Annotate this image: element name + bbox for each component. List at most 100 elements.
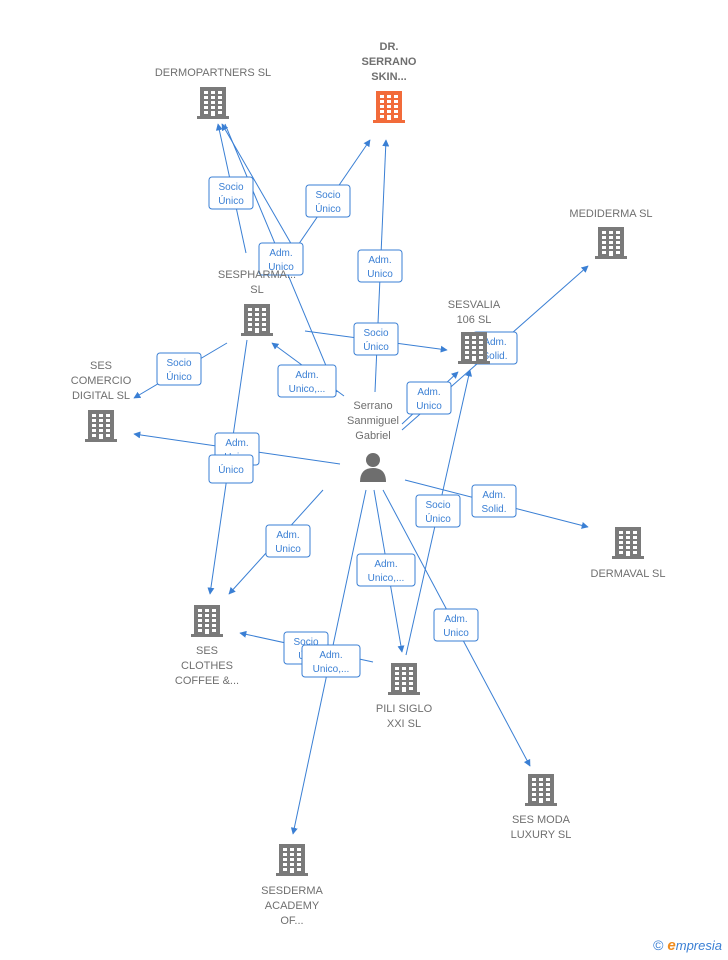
building-icon[interactable] xyxy=(197,87,229,119)
company-name-label: SESPHARMA... xyxy=(218,269,296,281)
edge-label-box[interactable]: Adm. Unico xyxy=(357,249,403,283)
building-icon[interactable] xyxy=(612,527,644,559)
company-name-label: SESDERMA xyxy=(261,885,323,897)
company-name-label: PILI SIGLO xyxy=(376,703,433,715)
nodes-layer: DERMOPARTNERS SL DR. SERRANO SKIN... MEDIDER… xyxy=(71,41,666,927)
company-name-label: SES xyxy=(90,360,112,372)
building-icon[interactable] xyxy=(241,304,273,336)
company-name-label: COMERCIO xyxy=(71,375,132,387)
company-name-label: DIGITAL SL xyxy=(72,390,130,402)
person-icon[interactable] xyxy=(360,453,386,482)
edge-labels-layer: SocioÚnicoSocioÚnicoAdm.UnicoAdm.UnicoSo… xyxy=(156,176,518,678)
edge-label-text: Adm. xyxy=(483,337,506,348)
company-name-label: XXI SL xyxy=(387,718,421,730)
company-node-sesderma[interactable]: SESDERMA ACADEMY OF... xyxy=(261,844,324,927)
edge-label-text: Unico,... xyxy=(313,664,350,675)
company-name-label: DERMAVAL SL xyxy=(591,568,666,580)
edge-label-text: Socio xyxy=(425,500,450,511)
edge-label-text: Único xyxy=(363,340,389,353)
company-name-label: SES xyxy=(196,645,218,657)
edge-label-text: Único xyxy=(425,512,451,525)
person-name-label: Serrano xyxy=(353,400,392,412)
edge-label-text: Único xyxy=(166,370,192,383)
edge-label-text: Adm. xyxy=(225,438,248,449)
company-node-sespharma[interactable]: SESPHARMA... SL xyxy=(218,269,296,336)
edge-label-text: Adm. xyxy=(295,370,318,381)
edge-label-text: Adm. xyxy=(417,387,440,398)
edge-label-text: Unico xyxy=(275,544,301,555)
company-name-label: OF... xyxy=(280,915,303,927)
edge-label-box[interactable]: Adm. Unico xyxy=(433,608,479,642)
building-icon[interactable] xyxy=(458,332,490,364)
edge-label-text: Solid. xyxy=(482,351,507,362)
building-icon[interactable] xyxy=(595,227,627,259)
company-node-sesmoda[interactable]: SES MODA LUXURY SL xyxy=(511,774,572,841)
company-name-label: DERMOPARTNERS SL xyxy=(155,67,271,79)
building-icon[interactable] xyxy=(525,774,557,806)
edge-label-box[interactable]: Adm. Unico,... xyxy=(301,644,361,678)
copyright-symbol: © xyxy=(653,937,664,953)
person-name-label: Gabriel xyxy=(355,430,390,442)
edge-label-box[interactable]: Adm. Unico xyxy=(258,242,304,276)
company-name-label: MEDIDERMA SL xyxy=(569,208,652,220)
building-icon[interactable] xyxy=(373,91,405,123)
edge-label-text: Socio xyxy=(218,182,243,193)
edge-label-text: Único xyxy=(315,202,341,215)
edge-label-box[interactable]: Adm. Unico,... xyxy=(277,364,337,398)
edge-label-text: Socio xyxy=(293,637,318,648)
company-name-label: ACADEMY xyxy=(265,900,320,912)
company-name-label: SERRANO xyxy=(361,56,416,68)
edge-label-text: Unico xyxy=(416,401,442,412)
building-icon[interactable] xyxy=(388,663,420,695)
edge-label-text: Unico,... xyxy=(289,384,326,395)
brand-logo-e: e xyxy=(667,937,676,954)
edge-label-text: Unico xyxy=(443,628,469,639)
edge-label-text: Adm. xyxy=(374,559,397,570)
building-icon[interactable] xyxy=(276,844,308,876)
company-name-label: DR. xyxy=(380,41,399,53)
company-name-label: SESVALIA xyxy=(448,299,501,311)
company-name-label: SL xyxy=(250,284,263,296)
company-node-mediderma[interactable]: MEDIDERMA SL xyxy=(569,208,653,259)
edge-label-box[interactable]: Adm. Unico,... xyxy=(356,553,416,587)
edge-label-box[interactable]: Adm. Unico xyxy=(406,381,452,415)
empresia-watermark[interactable]: ©empresia xyxy=(653,937,722,954)
edge-label-text: Adm. xyxy=(269,248,292,259)
brand-logo-text: mpresia xyxy=(675,938,722,953)
company-node-sescomercio[interactable]: SES COMERCIO DIGITAL SL xyxy=(71,360,132,442)
edge-label-text: Socio xyxy=(166,358,191,369)
edge-label-text: Adm. xyxy=(482,490,505,501)
edge-label-box[interactable]: Adm.Solid. xyxy=(471,484,517,518)
edge-label-text: Único xyxy=(218,463,244,476)
edge-label-text: Unico xyxy=(268,262,294,273)
edge-label-box[interactable]: Único xyxy=(208,454,254,484)
company-node-dermaval[interactable]: DERMAVAL SL xyxy=(591,527,666,580)
company-node-dermopartners[interactable]: DERMOPARTNERS SL xyxy=(155,67,271,119)
edge-label-text: Adm. xyxy=(368,255,391,266)
edge-label-text: Adm. xyxy=(444,614,467,625)
edge-label-text: Unico xyxy=(367,269,393,280)
edge-label-text: Socio xyxy=(363,328,388,339)
company-name-label: SES MODA xyxy=(512,814,571,826)
company-name-label: LUXURY SL xyxy=(511,829,572,841)
building-icon[interactable] xyxy=(85,410,117,442)
edge-label-box[interactable]: Adm. Unico xyxy=(265,524,311,558)
company-node-pilisiglo[interactable]: PILI SIGLO XXI SL xyxy=(376,663,433,730)
edge-label-text: Adm. xyxy=(276,530,299,541)
company-name-label: SKIN... xyxy=(371,71,406,83)
edge-label-text: Único xyxy=(218,194,244,207)
company-name-label: COFFEE &... xyxy=(175,675,239,687)
building-icon[interactable] xyxy=(191,605,223,637)
edge-label-text: Unico,... xyxy=(368,573,405,584)
edge-label-text: Adm. xyxy=(319,650,342,661)
company-node-drserrano[interactable]: DR. SERRANO SKIN... xyxy=(361,41,417,123)
